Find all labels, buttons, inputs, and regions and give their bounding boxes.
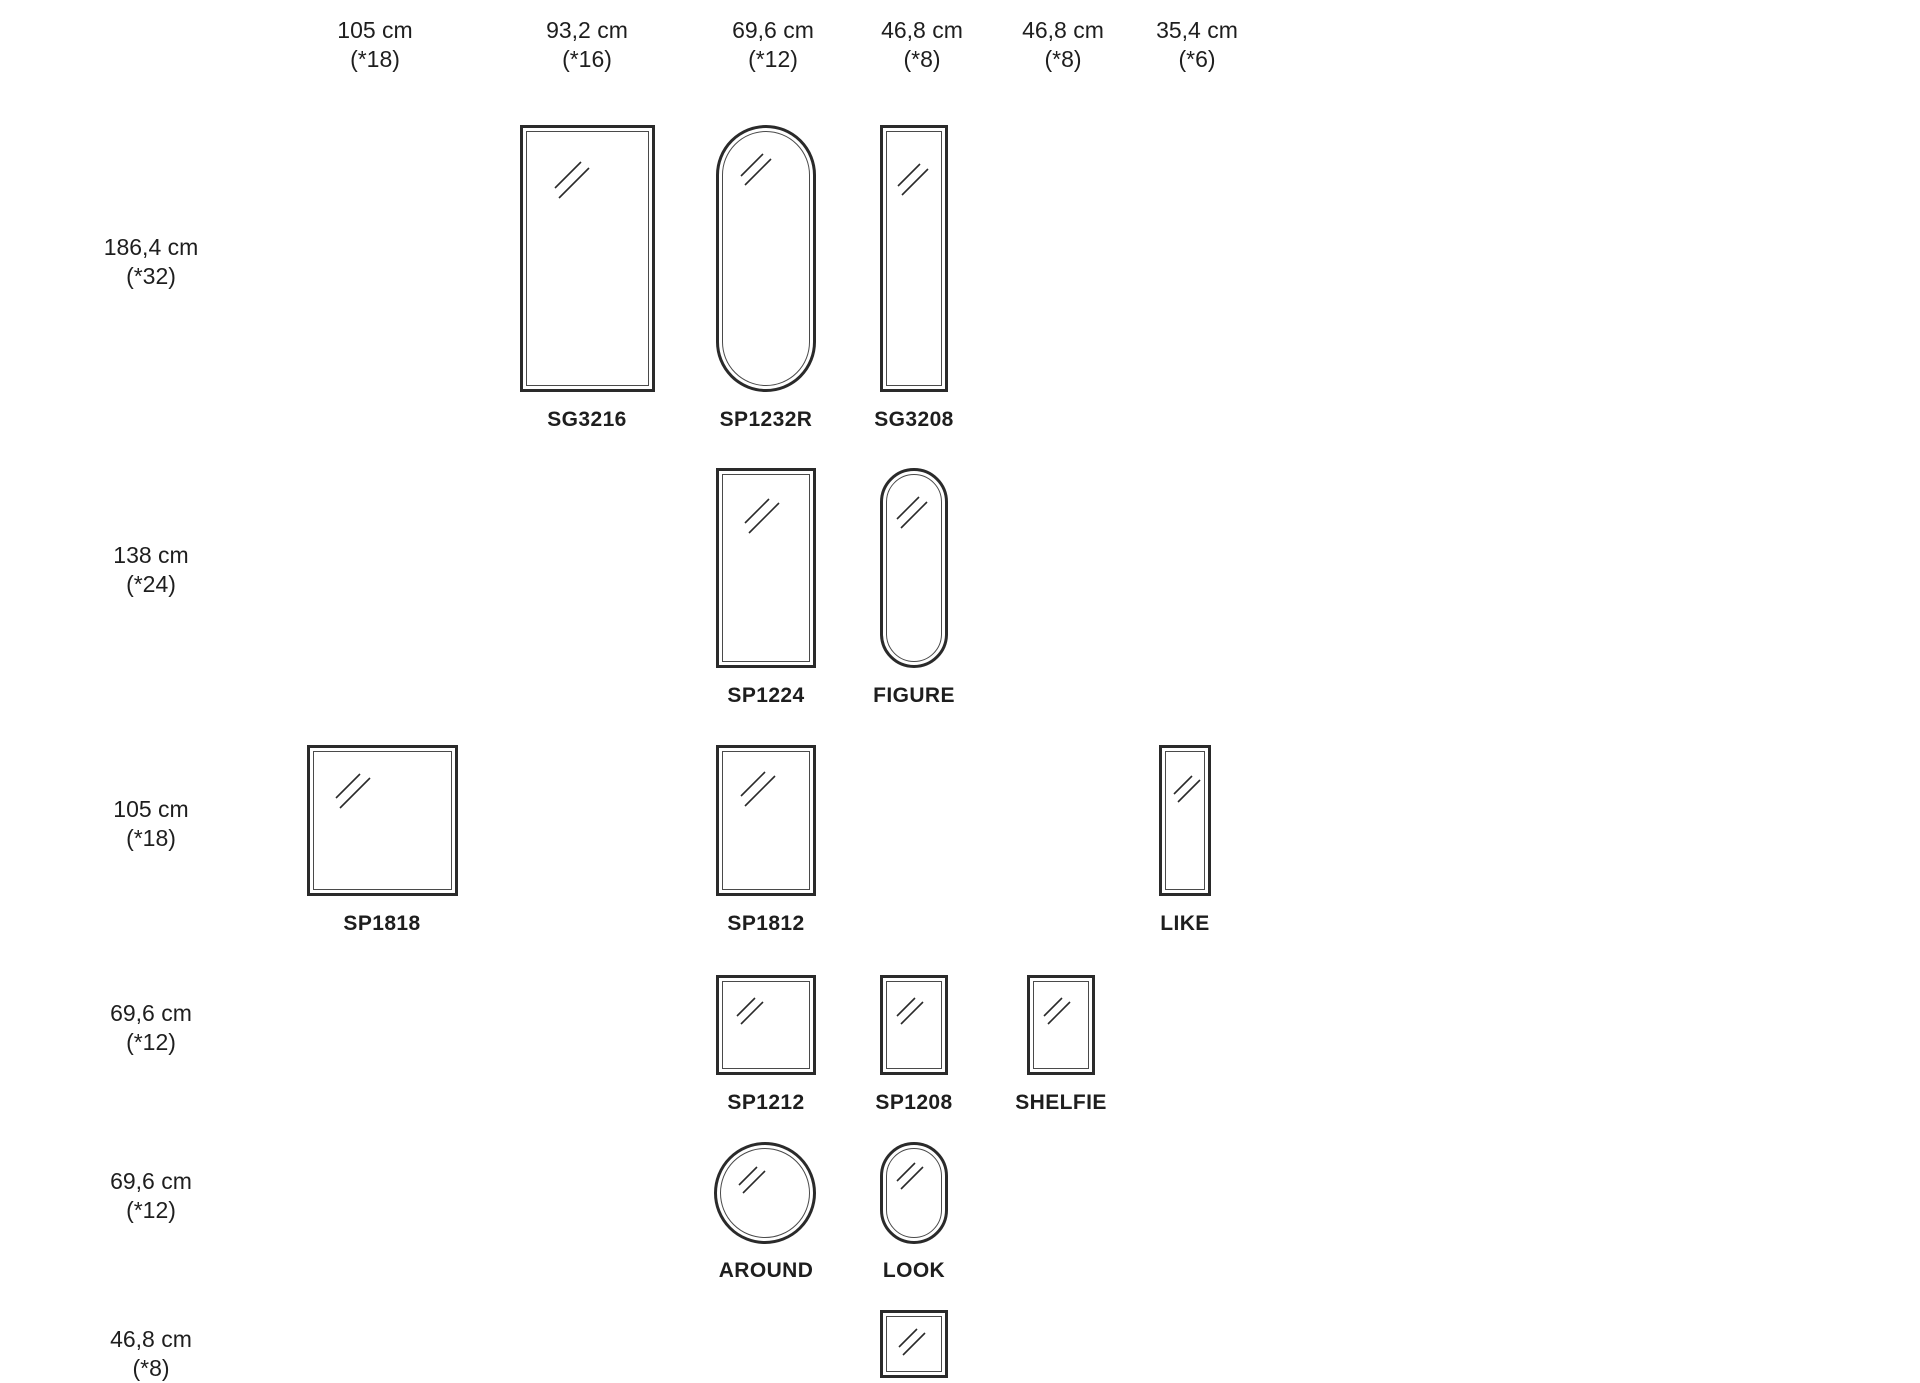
reflection-icon xyxy=(740,153,772,186)
mirror-inner-frame xyxy=(722,474,810,662)
mirror-like xyxy=(1159,745,1211,896)
reflection-icon xyxy=(738,1166,766,1194)
row-header-6: 46,8 cm (*8) xyxy=(61,1325,241,1383)
row-code: (*32) xyxy=(126,263,176,289)
mirror-sp1208 xyxy=(880,975,948,1075)
row-header-3: 105 cm (*18) xyxy=(61,795,241,853)
mirror-inner-frame xyxy=(886,1316,942,1372)
mirror-inner-frame xyxy=(720,1148,810,1238)
reflection-icon xyxy=(896,1162,924,1190)
reflection-icon xyxy=(898,1328,926,1356)
reflection-icon xyxy=(740,771,776,807)
row-header-1: 186,4 cm (*32) xyxy=(61,233,241,291)
row-size: 69,6 cm xyxy=(110,1168,192,1194)
mirror-inner-frame xyxy=(886,131,942,386)
column-header-3: 69,6 cm (*12) xyxy=(683,16,863,74)
label-figure: FIGURE xyxy=(873,684,955,707)
label-sp1232r: SP1232R xyxy=(719,408,813,431)
mirror-inner-frame xyxy=(886,474,942,662)
label-sp1812: SP1812 xyxy=(727,912,805,935)
label-look: LOOK xyxy=(882,1259,946,1282)
label-sg3216: SG3216 xyxy=(547,408,627,431)
row-code: (*12) xyxy=(126,1029,176,1055)
column-size: 46,8 cm xyxy=(881,17,963,43)
label-sp1208: SP1208 xyxy=(875,1091,953,1114)
column-header-6: 35,4 cm (*6) xyxy=(1107,16,1287,74)
column-size: 69,6 cm xyxy=(732,17,814,43)
row-header-2: 138 cm (*24) xyxy=(61,541,241,599)
reflection-icon xyxy=(1173,775,1201,803)
mirror-sp1212 xyxy=(716,975,816,1075)
column-code: (*12) xyxy=(748,46,798,72)
row-size: 69,6 cm xyxy=(110,1000,192,1026)
mirror-sp1812 xyxy=(716,745,816,896)
row-header-5: 69,6 cm (*12) xyxy=(61,1167,241,1225)
row-size: 186,4 cm xyxy=(103,234,199,260)
column-size: 35,4 cm xyxy=(1156,17,1238,43)
row-code: (*12) xyxy=(126,1197,176,1223)
mirror-sg3208 xyxy=(880,125,948,392)
mirror-inner-frame xyxy=(1033,981,1089,1069)
column-code: (*8) xyxy=(1044,46,1082,72)
reflection-icon xyxy=(1043,997,1071,1025)
mirror-inner-frame xyxy=(722,751,810,890)
mirror-inner-frame xyxy=(722,981,810,1069)
reflection-icon xyxy=(896,496,928,529)
reflection-icon xyxy=(554,161,590,199)
mirror-sp1818 xyxy=(307,745,458,896)
column-header-4: 46,8 cm (*8) xyxy=(832,16,1012,74)
row-size: 46,8 cm xyxy=(110,1326,192,1352)
row-code: (*24) xyxy=(126,571,176,597)
mirror-inner-frame xyxy=(722,131,810,386)
column-code: (*18) xyxy=(350,46,400,72)
reflection-icon xyxy=(335,773,371,809)
row-header-4: 69,6 cm (*12) xyxy=(61,999,241,1057)
column-code: (*16) xyxy=(562,46,612,72)
column-size: 46,8 cm xyxy=(1022,17,1104,43)
label-sg3208: SG3208 xyxy=(874,408,954,431)
reflection-icon xyxy=(896,997,924,1025)
mirror-figure xyxy=(880,468,948,668)
row-code: (*8) xyxy=(132,1355,170,1381)
mirror-sp1224 xyxy=(716,468,816,668)
label-around: AROUND xyxy=(718,1259,814,1282)
mirror-inner-frame xyxy=(886,1148,942,1238)
mirror-sp1232r xyxy=(716,125,816,392)
label-shelfie: SHELFIE xyxy=(1015,1091,1107,1114)
label-like: LIKE xyxy=(1160,912,1210,935)
mirror-inner-frame xyxy=(886,981,942,1069)
row-size: 105 cm xyxy=(113,796,189,822)
column-header-1: 105 cm (*18) xyxy=(285,16,465,74)
mirror-inner-frame xyxy=(1165,751,1205,890)
column-header-2: 93,2 cm (*16) xyxy=(497,16,677,74)
column-code: (*6) xyxy=(1178,46,1216,72)
mirror-inner-frame xyxy=(313,751,452,890)
mirror-shelfie xyxy=(1027,975,1095,1075)
reflection-icon xyxy=(744,498,780,534)
column-size: 93,2 cm xyxy=(546,17,628,43)
label-sp1212: SP1212 xyxy=(727,1091,805,1114)
mirror-look xyxy=(880,1142,948,1244)
label-sp1818: SP1818 xyxy=(343,912,421,935)
reflection-icon xyxy=(736,997,764,1025)
row-size: 138 cm xyxy=(113,542,189,568)
column-size: 105 cm xyxy=(337,17,413,43)
mirror-around xyxy=(714,1142,816,1244)
mirror-small-square xyxy=(880,1310,948,1378)
reflection-icon xyxy=(897,163,929,196)
mirror-sg3216 xyxy=(520,125,655,392)
row-code: (*18) xyxy=(126,825,176,851)
column-code: (*8) xyxy=(903,46,941,72)
mirror-inner-frame xyxy=(526,131,649,386)
label-sp1224: SP1224 xyxy=(727,684,805,707)
column-header-5: 46,8 cm (*8) xyxy=(973,16,1153,74)
